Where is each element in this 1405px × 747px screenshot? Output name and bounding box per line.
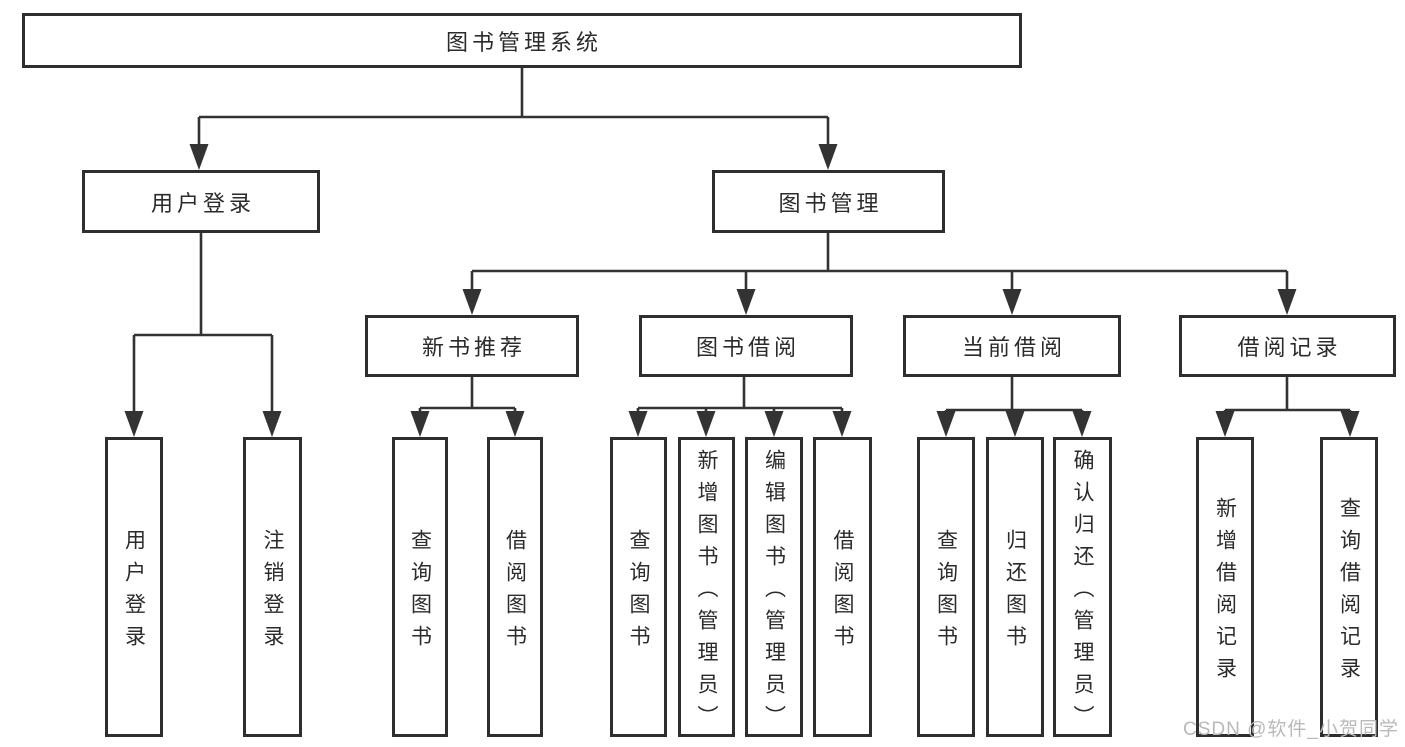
- arrowhead-icon: [628, 411, 648, 437]
- node-query-borrow-record-box: 查询借阅记录: [1320, 437, 1378, 737]
- node-user-login-box: 用户登录: [82, 170, 320, 233]
- node-confirm-return-admin-label: 确认归还（管理员）: [1071, 448, 1094, 737]
- node-return-books-box: 归还图书: [986, 437, 1044, 737]
- arrowhead-icon: [832, 411, 852, 437]
- node-root-box: 图书管理系统: [22, 13, 1022, 68]
- node-query-books-current-box: 查询图书: [917, 437, 975, 737]
- node-new-book-rec-box: 新书推荐: [365, 315, 579, 377]
- edge-borrow-records: [1215, 377, 1360, 437]
- node-query-books-rec-label: 查询图书: [408, 528, 432, 657]
- edge-root: [189, 68, 838, 170]
- arrowhead-icon: [764, 411, 784, 437]
- arrowhead-icon: [462, 289, 482, 315]
- arrowhead-icon: [696, 411, 716, 437]
- node-logout-label: 注销登录: [261, 528, 284, 657]
- node-borrow-records-box: 借阅记录: [1179, 315, 1396, 377]
- node-borrow-books-borrow-label: 借阅图书: [831, 528, 854, 657]
- arrowhead-icon: [936, 411, 956, 437]
- arrowhead-icon: [189, 144, 209, 170]
- node-logout-box: 注销登录: [243, 437, 302, 737]
- watermark: CSDN @软件_小贺同学: [1183, 719, 1399, 740]
- node-user-login-leaf-box: 用户登录: [105, 437, 163, 737]
- node-book-borrow-box: 图书借阅: [639, 315, 853, 377]
- node-borrow-books-rec-label: 借阅图书: [503, 528, 527, 657]
- arrowhead-icon: [818, 144, 838, 170]
- node-new-book-rec-label: 新书推荐: [421, 335, 526, 360]
- arrowhead-icon: [1005, 411, 1025, 437]
- node-confirm-return-admin-box: 确认归还（管理员）: [1053, 437, 1112, 737]
- edge-new-book-rec: [410, 377, 525, 437]
- arrowhead-icon: [505, 411, 525, 437]
- arrowhead-icon: [1072, 411, 1092, 437]
- node-borrow-books-borrow-box: 借阅图书: [813, 437, 872, 737]
- arrowhead-icon: [410, 411, 430, 437]
- arrowhead-icon: [1215, 411, 1235, 437]
- node-add-borrow-record-box: 新增借阅记录: [1196, 437, 1254, 737]
- node-user-login-leaf-label: 用户登录: [122, 528, 146, 657]
- arrowhead-icon: [1340, 411, 1360, 437]
- node-user-login-label: 用户登录: [150, 190, 255, 216]
- edge-book-borrow: [628, 377, 852, 437]
- node-add-books-admin-box: 新增图书（管理员）: [678, 437, 735, 737]
- node-root-label: 图书管理系统: [445, 29, 602, 55]
- node-book-mgmt-label: 图书管理: [778, 190, 883, 216]
- edge-user-login: [124, 233, 282, 437]
- arrowhead-icon: [1277, 289, 1297, 315]
- node-add-books-admin-label: 新增图书（管理员）: [695, 448, 718, 737]
- node-query-books-borrow-label: 查询图书: [627, 528, 650, 657]
- node-add-borrow-record-label: 新增借阅记录: [1213, 496, 1237, 689]
- arrowhead-icon: [124, 411, 144, 437]
- node-book-borrow-label: 图书借阅: [695, 335, 800, 360]
- edge-book-mgmt: [462, 233, 1297, 315]
- node-query-books-borrow-box: 查询图书: [610, 437, 667, 737]
- node-return-books-label: 归还图书: [1003, 528, 1027, 657]
- arrowhead-icon: [262, 411, 282, 437]
- arrowhead-icon: [1002, 289, 1022, 315]
- node-query-books-rec-box: 查询图书: [392, 437, 448, 737]
- node-borrow-records-label: 借阅记录: [1237, 335, 1342, 360]
- edge-current-borrow: [936, 377, 1092, 437]
- node-book-mgmt-box: 图书管理: [712, 170, 945, 233]
- node-current-borrow-label: 当前借阅: [961, 335, 1066, 360]
- node-query-borrow-record-label: 查询借阅记录: [1337, 496, 1361, 689]
- node-borrow-books-rec-box: 借阅图书: [487, 437, 543, 737]
- node-query-books-current-label: 查询图书: [934, 528, 958, 657]
- node-edit-books-admin-label: 编辑图书（管理员）: [762, 448, 786, 737]
- node-current-borrow-box: 当前借阅: [903, 315, 1121, 377]
- node-edit-books-admin-box: 编辑图书（管理员）: [745, 437, 803, 737]
- arrowhead-icon: [736, 289, 756, 315]
